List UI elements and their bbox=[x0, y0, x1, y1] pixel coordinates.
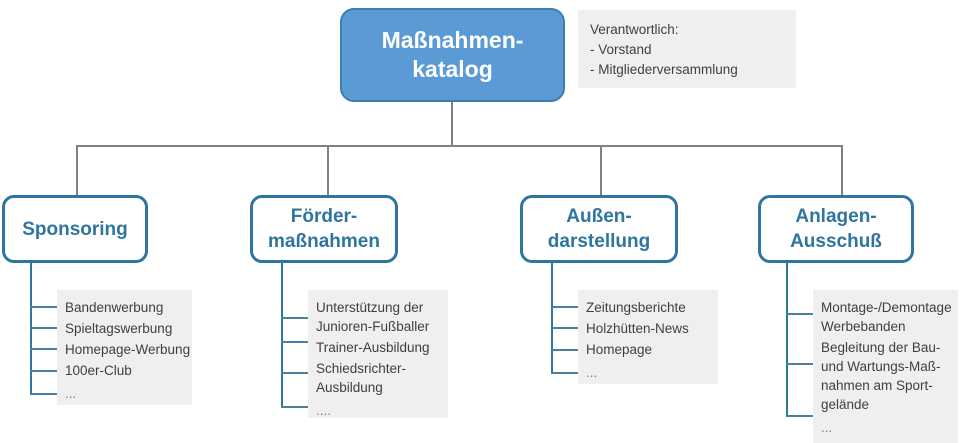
list-item: Homepage-Werbung bbox=[65, 342, 191, 357]
connector-drop-foerdermassnahmen bbox=[327, 145, 329, 197]
stub-foerdermassnahmen-4 bbox=[281, 406, 308, 408]
stub-sponsoring-2 bbox=[30, 327, 57, 329]
branch-label-line-2: maßnahmen bbox=[268, 231, 380, 252]
spine-foerdermassnahmen bbox=[281, 263, 283, 406]
leaf-panel-aussendarstellung: Zeitungsberichte Holzhütten-News Homepag… bbox=[578, 290, 718, 384]
stub-foerdermassnahmen-3 bbox=[281, 372, 308, 374]
list-item-ellipsis: ... bbox=[65, 386, 77, 401]
stub-anlagen-ausschuss-2 bbox=[786, 363, 813, 365]
stub-anlagen-ausschuss-1 bbox=[786, 313, 813, 315]
list-item-ellipsis: .... bbox=[316, 403, 332, 418]
list-item: Holzhütten-News bbox=[586, 321, 689, 336]
list-item: Homepage bbox=[586, 342, 653, 357]
note-item-mitgliederversammlung: - Mitgliederversammlung bbox=[590, 62, 738, 77]
branch-label-line-1: Förder- bbox=[290, 206, 358, 227]
list-item: 100er-Club bbox=[65, 363, 132, 378]
branch-node-sponsoring[interactable]: Sponsoring bbox=[2, 195, 148, 263]
stub-aussendarstellung-4 bbox=[551, 372, 578, 374]
connector-drop-anlagen-ausschuss bbox=[841, 145, 843, 197]
list-item: Trainer-Ausbildung bbox=[316, 340, 430, 355]
branch-label-foerdermassnahmen: Förder- maßnahmen bbox=[268, 204, 380, 254]
stub-anlagen-ausschuss-3 bbox=[786, 415, 813, 417]
stub-aussendarstellung-1 bbox=[551, 306, 578, 308]
branch-node-aussendarstellung[interactable]: Außen- darstellung bbox=[520, 195, 678, 263]
spine-anlagen-ausschuss bbox=[786, 263, 788, 415]
list-item: Spieltagswerbung bbox=[65, 321, 173, 336]
connector-drop-sponsoring bbox=[76, 145, 78, 197]
list-item-ellipsis: ... bbox=[586, 365, 598, 380]
branch-label-line-1: Anlagen- bbox=[795, 206, 877, 227]
branch-label-line-2: darstellung bbox=[547, 231, 651, 252]
stub-sponsoring-1 bbox=[30, 306, 57, 308]
leaf-panel-foerdermassnahmen: Unterstützung der Junioren-Fußballer Tra… bbox=[308, 290, 448, 418]
root-label-line-1: Maßnahmen- bbox=[381, 27, 524, 53]
list-item: Montage-/Demontage Werbebanden bbox=[821, 300, 952, 334]
connector-drop-aussendarstellung bbox=[600, 145, 602, 197]
stub-foerdermassnahmen-2 bbox=[281, 341, 308, 343]
list-item: Begleitung der Bau- und Wartungs-Maß-nah… bbox=[821, 340, 941, 412]
branch-node-anlagen-ausschuss[interactable]: Anlagen- Ausschuß bbox=[758, 195, 914, 263]
stub-sponsoring-5 bbox=[30, 393, 57, 395]
branch-label-aussendarstellung: Außen- darstellung bbox=[548, 204, 650, 254]
branch-label-line-1: Sponsoring bbox=[22, 218, 128, 240]
list-item: Unterstützung der Junioren-Fußballer bbox=[316, 300, 430, 334]
branch-label-line-1: Außen- bbox=[566, 206, 632, 227]
responsible-note-panel: Verantwortlich: - Vorstand - Mitgliederv… bbox=[578, 10, 796, 88]
branch-label-line-2: Ausschuß bbox=[790, 231, 882, 252]
branch-label-sponsoring: Sponsoring bbox=[22, 217, 128, 242]
list-item: Zeitungsberichte bbox=[586, 300, 686, 315]
branch-label-anlagen-ausschuss: Anlagen- Ausschuß bbox=[790, 204, 882, 254]
note-item-vorstand: - Vorstand bbox=[590, 42, 652, 57]
leaf-panel-sponsoring: Bandenwerbung Spieltagswerbung Homepage-… bbox=[57, 290, 192, 405]
note-heading: Verantwortlich: bbox=[590, 22, 679, 37]
list-item: Schiedsrichter-Ausbildung bbox=[316, 361, 407, 395]
stub-foerdermassnahmen-1 bbox=[281, 317, 308, 319]
branch-node-foerdermassnahmen[interactable]: Förder- maßnahmen bbox=[250, 195, 398, 263]
connector-root-trunk bbox=[451, 102, 453, 146]
root-node-massnahmenkatalog[interactable]: Maßnahmen- katalog bbox=[340, 8, 565, 102]
spine-aussendarstellung bbox=[551, 263, 553, 373]
stub-aussendarstellung-3 bbox=[551, 349, 578, 351]
root-label-line-2: katalog bbox=[412, 56, 493, 82]
stub-sponsoring-3 bbox=[30, 348, 57, 350]
list-item-ellipsis: ... bbox=[821, 420, 833, 435]
leaf-panel-anlagen-ausschuss: Montage-/Demontage Werbebanden Begleitun… bbox=[813, 290, 958, 443]
list-item: Bandenwerbung bbox=[65, 300, 164, 315]
connector-horizontal-bus bbox=[76, 145, 843, 147]
stub-sponsoring-4 bbox=[30, 370, 57, 372]
root-node-label: Maßnahmen- katalog bbox=[382, 26, 524, 84]
stub-aussendarstellung-2 bbox=[551, 327, 578, 329]
